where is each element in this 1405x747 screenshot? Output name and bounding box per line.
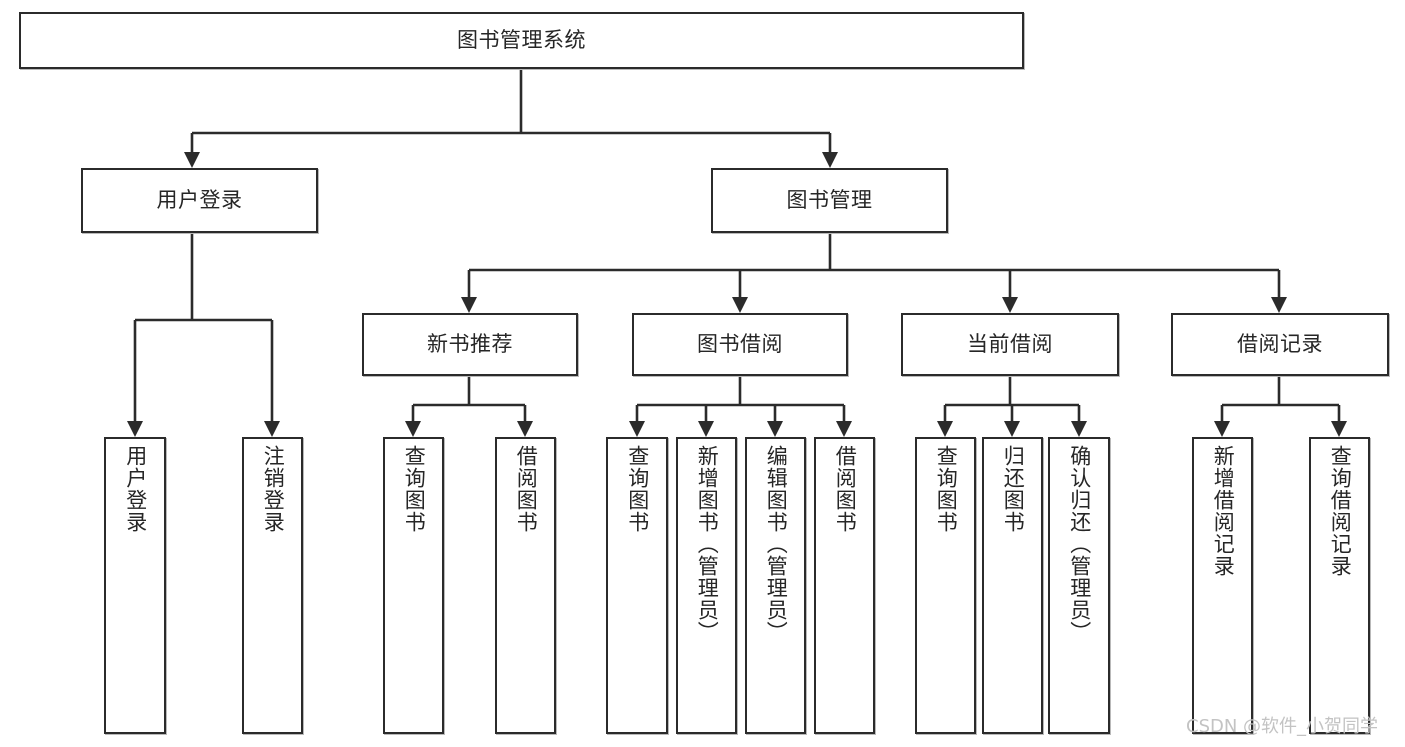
node-current-borrow[interactable]: 当前借阅 <box>901 313 1119 376</box>
node-leaf-borrow-book-2-label: 借阅图书 <box>833 445 858 533</box>
node-leaf-logout-login-label: 注销登录 <box>261 445 286 533</box>
arrow-leaf-borrow-book-2 <box>836 421 852 437</box>
node-leaf-query-book-3[interactable]: 查询图书 <box>915 437 976 734</box>
node-leaf-confirm-return[interactable]: 确认归还（管理员） <box>1048 437 1110 734</box>
node-leaf-query-book-2-label: 查询图书 <box>625 445 650 533</box>
arrow-leaf-add-record <box>1214 421 1230 437</box>
arrow-new-book-recommend <box>461 297 477 313</box>
arrow-leaf-return-book <box>1004 421 1020 437</box>
node-leaf-borrow-book-1-label: 借阅图书 <box>514 445 539 533</box>
arrow-leaf-borrow-book-1 <box>517 421 533 437</box>
node-book-borrow[interactable]: 图书借阅 <box>632 313 848 376</box>
arrow-leaf-query-book-2 <box>629 421 645 437</box>
node-leaf-edit-book[interactable]: 编辑图书（管理员） <box>745 437 806 734</box>
arrow-user-login <box>184 152 200 168</box>
node-leaf-query-book-1[interactable]: 查询图书 <box>383 437 444 734</box>
node-leaf-borrow-book-1[interactable]: 借阅图书 <box>495 437 556 734</box>
arrow-book-management <box>822 152 838 168</box>
node-leaf-query-book-2[interactable]: 查询图书 <box>606 437 668 734</box>
node-leaf-return-book[interactable]: 归还图书 <box>982 437 1043 734</box>
node-user-login-label: 用户登录 <box>156 187 243 212</box>
node-current-borrow-label: 当前借阅 <box>967 331 1053 356</box>
csdn-watermark: CSDN @软件_小贺同学 <box>1186 716 1379 737</box>
node-new-book-recommend[interactable]: 新书推荐 <box>362 313 578 376</box>
node-leaf-return-book-label: 归还图书 <box>1001 445 1026 533</box>
node-user-login[interactable]: 用户登录 <box>81 168 318 233</box>
node-leaf-confirm-return-label: 确认归还（管理员） <box>1067 445 1092 643</box>
node-leaf-query-book-1-label: 查询图书 <box>402 445 427 533</box>
arrow-book-borrow <box>732 297 748 313</box>
node-book-management-label: 图书管理 <box>786 187 873 212</box>
arrow-leaf-confirm-return <box>1071 421 1087 437</box>
node-leaf-user-login-label: 用户登录 <box>123 445 148 533</box>
node-book-management[interactable]: 图书管理 <box>711 168 948 233</box>
node-leaf-add-record[interactable]: 新增借阅记录 <box>1192 437 1253 734</box>
node-borrow-record[interactable]: 借阅记录 <box>1171 313 1389 376</box>
node-borrow-record-label: 借阅记录 <box>1237 331 1323 356</box>
node-leaf-query-record-label: 查询借阅记录 <box>1328 445 1353 577</box>
node-leaf-logout-login[interactable]: 注销登录 <box>242 437 303 734</box>
arrow-leaf-query-book-1 <box>405 421 421 437</box>
node-book-borrow-label: 图书借阅 <box>697 331 783 356</box>
node-leaf-user-login[interactable]: 用户登录 <box>104 437 166 734</box>
node-leaf-add-book[interactable]: 新增图书（管理员） <box>676 437 737 734</box>
node-new-book-recommend-label: 新书推荐 <box>427 331 513 356</box>
arrow-leaf-add-book <box>698 421 714 437</box>
node-leaf-query-record[interactable]: 查询借阅记录 <box>1309 437 1370 734</box>
node-root-label: 图书管理系统 <box>457 27 586 52</box>
arrow-current-borrow <box>1002 297 1018 313</box>
arrow-leaf-query-record <box>1331 421 1347 437</box>
arrow-leaf-user-login <box>127 421 143 437</box>
node-root[interactable]: 图书管理系统 <box>19 12 1024 69</box>
node-leaf-add-book-label: 新增图书（管理员） <box>695 445 720 643</box>
node-leaf-edit-book-label: 编辑图书（管理员） <box>764 445 789 643</box>
arrow-leaf-edit-book <box>767 421 783 437</box>
arrow-leaf-logout-login <box>264 421 280 437</box>
node-leaf-query-book-3-label: 查询图书 <box>934 445 959 533</box>
arrow-leaf-query-book-3 <box>937 421 953 437</box>
node-leaf-borrow-book-2[interactable]: 借阅图书 <box>814 437 875 734</box>
node-leaf-add-record-label: 新增借阅记录 <box>1211 445 1236 577</box>
arrow-borrow-record <box>1271 297 1287 313</box>
